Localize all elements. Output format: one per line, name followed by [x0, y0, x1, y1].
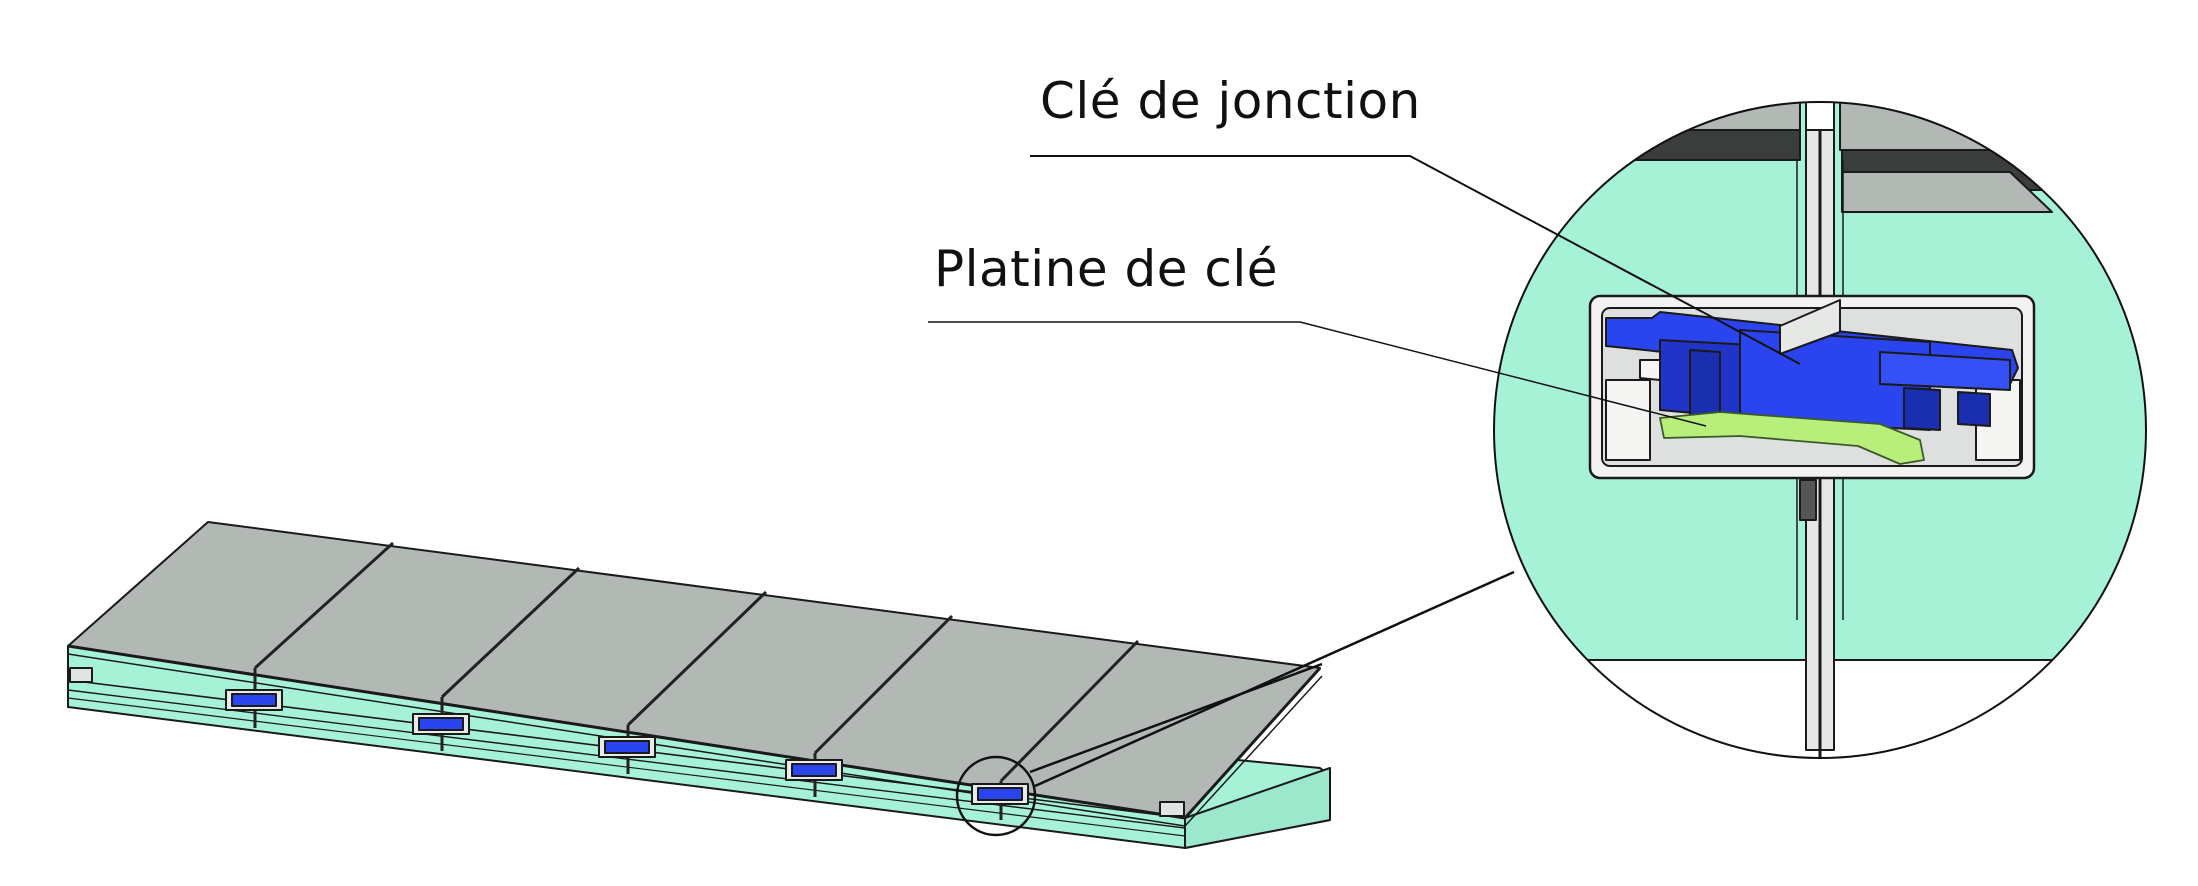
junction-key-5 — [971, 783, 1029, 805]
detail-top-panel-left — [1619, 129, 1801, 161]
key-plate-label: Platine de clé — [934, 240, 1279, 298]
detail-marker-circle — [955, 755, 1037, 837]
junction-key-leader — [1030, 155, 1801, 365]
junction-key-label: Clé de jonction — [1040, 72, 1421, 130]
end-slot-left — [69, 667, 93, 683]
detail-key-plate — [1659, 411, 1925, 465]
detail-junction-key — [1605, 311, 2019, 431]
junction-key-1 — [225, 689, 283, 711]
detail-view-outline — [1493, 101, 2147, 759]
junction-keys — [225, 689, 1029, 805]
end-slot-right — [1159, 801, 1185, 817]
panel-end-face — [1184, 767, 1331, 849]
junction-key-3 — [598, 736, 656, 758]
junction-key-2 — [412, 713, 470, 735]
panel-assembly — [67, 521, 1331, 849]
detail-connector-upper — [1029, 662, 1323, 774]
leader-lines — [928, 155, 1801, 427]
key-plate-leader — [928, 321, 1707, 427]
junction-key-4 — [785, 759, 843, 781]
detail-connector-lower — [1034, 570, 1515, 788]
detail-view — [1493, 101, 2147, 759]
